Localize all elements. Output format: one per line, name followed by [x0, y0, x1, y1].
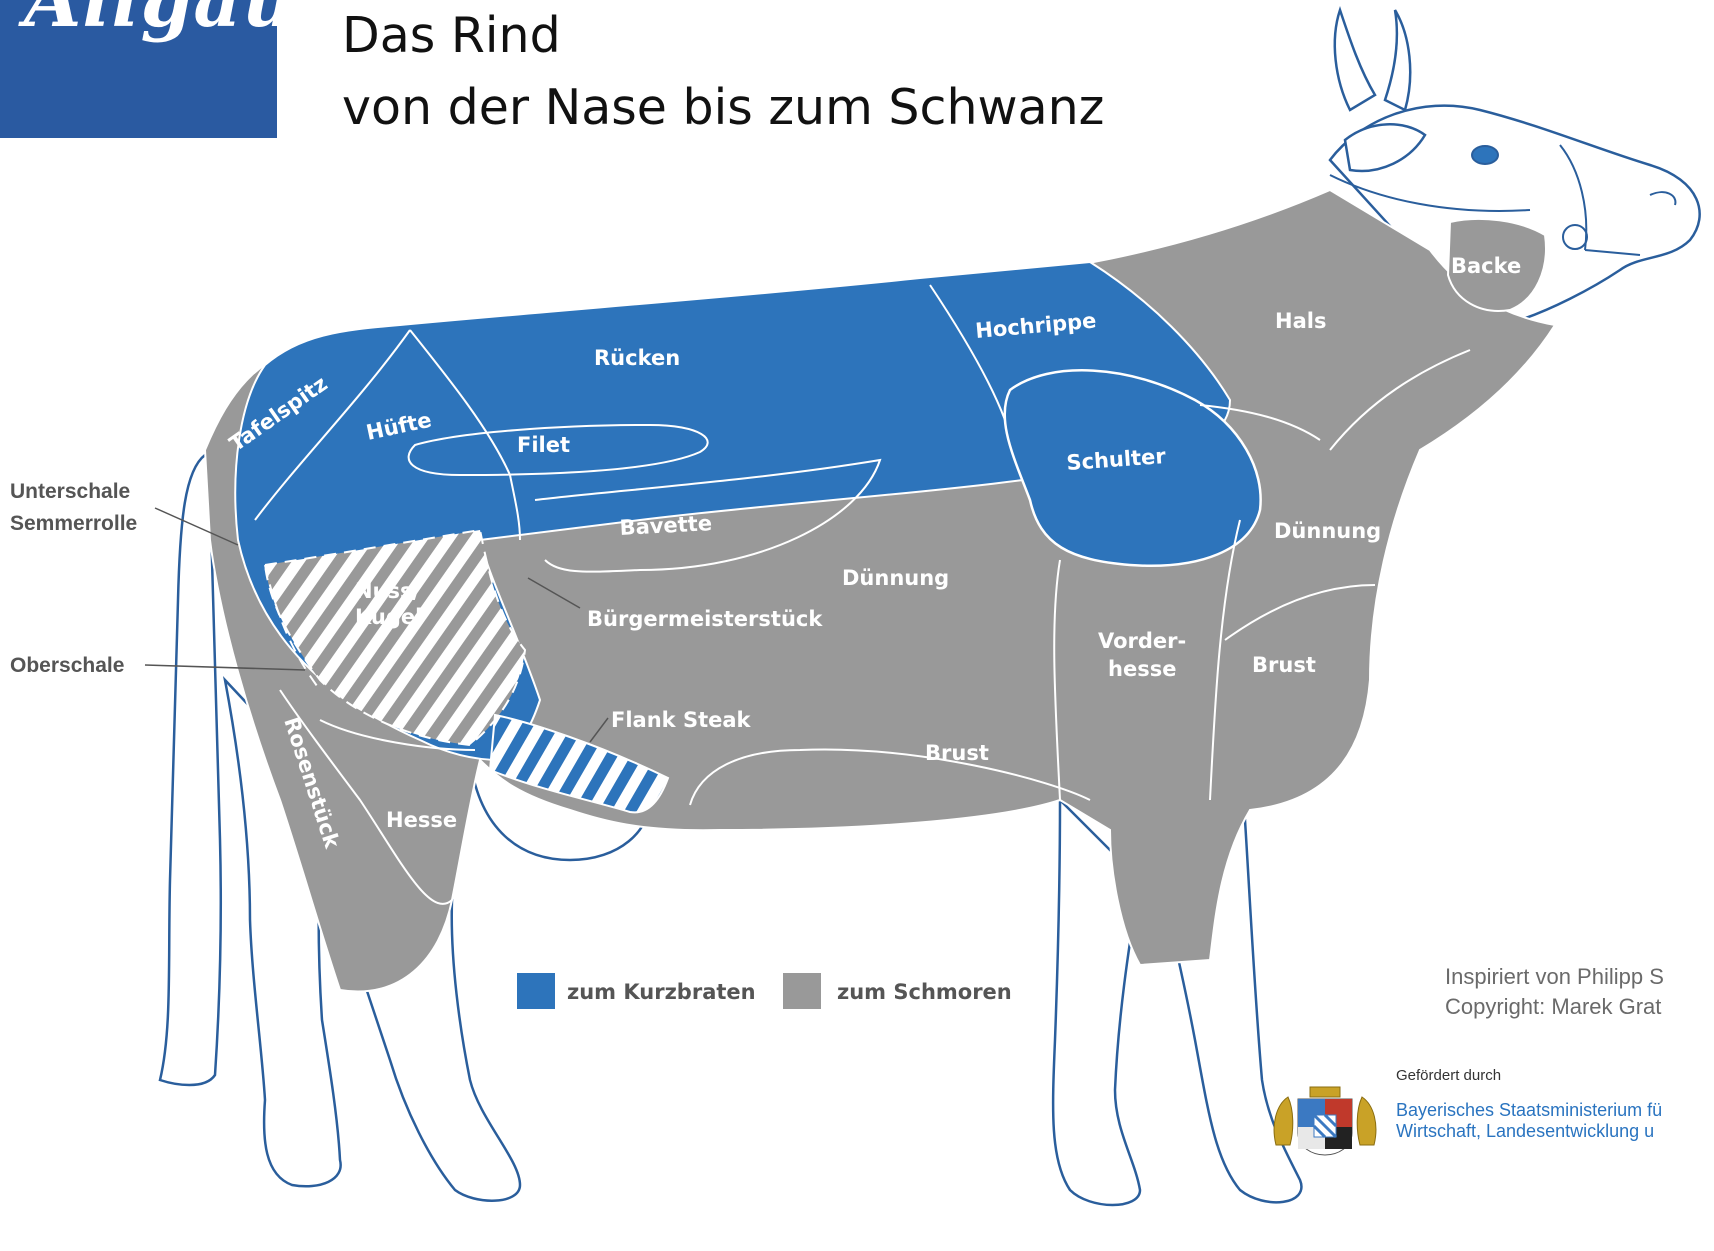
cut-filet	[407, 423, 709, 477]
tail	[158, 453, 223, 1087]
horn-back	[1333, 6, 1377, 112]
sponsor-label: Gefördert durch	[1396, 1067, 1502, 1084]
legend-swatch-kurzbraten	[517, 973, 555, 1009]
label-vorderhesse-2: hesse	[1108, 657, 1176, 681]
label-buergermeister: Bürgermeisterstück	[587, 607, 823, 631]
label-filet: Filet	[517, 433, 570, 457]
line-rosenstueck	[279, 689, 453, 905]
line-brust-belly	[689, 748, 1091, 806]
label-hals: Hals	[1275, 309, 1326, 333]
credits-line-2: Copyright: Marek Grat	[1445, 994, 1662, 1019]
label-unterschale-2: Semmerrolle	[10, 512, 137, 535]
leader-oberschale	[144, 664, 306, 671]
label-vorderhesse-1: Vorder-	[1098, 629, 1186, 653]
label-brust-front: Brust	[1252, 653, 1316, 677]
cut-backe	[1446, 217, 1547, 312]
line-hesse	[319, 719, 476, 751]
ear	[1343, 123, 1427, 173]
leader-unterschale	[154, 507, 239, 546]
line-vorderhesse	[1053, 519, 1241, 801]
title-line-2: von der Nase bis zum Schwanz	[342, 79, 1105, 136]
ministry-line-2: Wirtschaft, Landesentwicklung u	[1396, 1121, 1655, 1141]
label-backe: Backe	[1451, 254, 1521, 278]
line-tafelspitz	[254, 329, 411, 521]
label-oberschale: Oberschale	[10, 654, 124, 677]
line-brust-front	[1224, 584, 1376, 641]
label-unterschale-1: Unterschale	[10, 480, 130, 503]
label-nuss-1: Nuss/	[355, 579, 421, 603]
label-hesse: Hesse	[386, 808, 457, 832]
line-ruecken-hochrippe	[929, 284, 1006, 421]
line-hals	[1199, 349, 1471, 451]
cut-bavette-line	[534, 458, 882, 573]
credits: Inspiriert von Philipp S Copyright: Mare…	[1445, 962, 1714, 1022]
head	[1328, 104, 1701, 327]
legend-swatch-schmoren	[783, 973, 821, 1009]
cut-nuss-kugel	[263, 528, 527, 747]
ministry-name: Bayerisches Staatsministerium fü Wirtsch…	[1396, 1100, 1714, 1142]
hind-leg-back	[222, 676, 342, 1188]
label-duennung-front: Dünnung	[1274, 519, 1381, 543]
legend-label-schmoren: zum Schmoren	[837, 980, 1012, 1004]
line-huefte	[409, 329, 521, 541]
legend-label-kurzbraten: zum Kurzbraten	[567, 980, 756, 1004]
bavarian-coat-of-arms-icon	[1273, 1086, 1377, 1156]
label-duennung: Dünnung	[842, 566, 949, 590]
cut-schulter	[1003, 369, 1262, 567]
label-nuss-2: Kugel	[355, 605, 422, 629]
label-bavette: Bavette	[619, 511, 713, 540]
logo-text: Allgäu	[24, 0, 277, 44]
leader-buergermeister	[527, 577, 581, 609]
page-title: Das Rind von der Nase bis zum Schwanz	[342, 0, 1104, 144]
cow-eye-icon	[1471, 145, 1499, 165]
label-ruecken: Rücken	[594, 346, 680, 370]
allgaeu-logo: Allgäu	[0, 0, 277, 138]
leader-flank-steak	[589, 717, 609, 743]
ministry-line-1: Bayerisches Staatsministerium fü	[1396, 1100, 1663, 1120]
cut-flank-steak	[488, 713, 670, 814]
credits-line-1: Inspiriert von Philipp S	[1445, 964, 1664, 989]
nostril	[1649, 191, 1677, 206]
label-brust-belly: Brust	[925, 741, 989, 765]
line-oberschale	[264, 564, 321, 691]
title-line-1: Das Rind	[342, 7, 561, 64]
halter-ring	[1562, 224, 1588, 250]
label-flank-steak: Flank Steak	[611, 708, 752, 732]
horn-front	[1383, 9, 1412, 112]
